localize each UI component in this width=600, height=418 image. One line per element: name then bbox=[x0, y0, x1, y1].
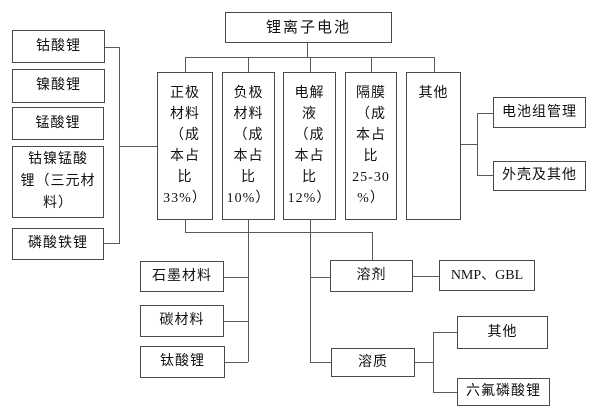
lithium-ion-battery-node: 锂离子电池 bbox=[225, 12, 392, 43]
carbon-material-label: 碳材料 bbox=[159, 313, 205, 328]
connector-line bbox=[248, 220, 249, 362]
battery-pack-management-label: 电池组管理 bbox=[502, 104, 577, 120]
separator-label: 隔膜 （成 本占 比 25-30 %） bbox=[352, 86, 390, 206]
anode-material-label: 负极 材料 （成 本占 比 10%） bbox=[226, 86, 271, 206]
connector-line bbox=[185, 232, 373, 233]
lithium-manganese-oxide-label: 锰酸锂 bbox=[35, 115, 81, 131]
solvent-label: 溶剂 bbox=[356, 268, 387, 283]
connector-line bbox=[310, 277, 330, 278]
carbon-material-node: 碳材料 bbox=[140, 305, 224, 337]
ternary-material-label: 钴镍锰酸 锂（三元材 料） bbox=[20, 152, 96, 211]
connector-line bbox=[433, 332, 457, 333]
casing-and-other-label: 外壳及其他 bbox=[502, 168, 577, 183]
connector-line bbox=[310, 362, 331, 363]
connector-line bbox=[477, 175, 493, 176]
connector-line bbox=[415, 362, 434, 363]
connector-line bbox=[477, 113, 493, 114]
nmp-gbl-node: NMP、GBL bbox=[439, 260, 535, 291]
connector-line bbox=[224, 277, 248, 278]
electrolyte-node: 电解 液 （成 本占 比 12%） bbox=[283, 72, 336, 220]
lithium-hexafluorophosphate-node: 六氟磷酸锂 bbox=[457, 378, 550, 406]
lithium-iron-phosphate-label: 磷酸铁锂 bbox=[28, 236, 88, 251]
connector-line bbox=[119, 47, 120, 244]
connector-line bbox=[372, 232, 373, 260]
lithium-manganese-oxide-node: 锰酸锂 bbox=[12, 107, 104, 140]
connector-line bbox=[477, 113, 478, 175]
connector-line bbox=[119, 146, 157, 147]
connector-line bbox=[461, 144, 477, 145]
connector-line bbox=[104, 243, 119, 244]
connector-line bbox=[248, 57, 249, 72]
anode-material-node: 负极 材料 （成 本占 比 10%） bbox=[222, 72, 275, 220]
ternary-material-node: 钴镍锰酸 锂（三元材 料） bbox=[12, 146, 104, 218]
connector-line bbox=[225, 362, 248, 363]
solute-node: 溶质 bbox=[331, 348, 415, 377]
nmp-gbl-label: NMP、GBL bbox=[450, 267, 524, 283]
battery-pack-management-node: 电池组管理 bbox=[493, 97, 586, 128]
connector-line bbox=[185, 57, 186, 72]
lithium-nickel-oxide-label: 镍酸锂 bbox=[36, 78, 81, 93]
other-component-label: 其他 bbox=[418, 86, 449, 101]
connector-line bbox=[307, 43, 308, 57]
connector-line bbox=[371, 57, 372, 72]
lithium-titanate-label: 钛酸锂 bbox=[160, 354, 205, 369]
graphite-material-label: 石墨材料 bbox=[152, 268, 212, 284]
lithium-titanate-node: 钛酸锂 bbox=[140, 346, 225, 378]
cathode-material-label: 正极 材料 （成 本占 比 33%） bbox=[163, 86, 207, 206]
connector-line bbox=[185, 220, 186, 232]
lithium-nickel-oxide-node: 镍酸锂 bbox=[12, 69, 105, 103]
cathode-material-node: 正极 材料 （成 本占 比 33%） bbox=[157, 72, 213, 220]
graphite-material-node: 石墨材料 bbox=[140, 261, 224, 292]
solute-label: 溶质 bbox=[358, 354, 388, 370]
separator-node: 隔膜 （成 本占 比 25-30 %） bbox=[345, 72, 397, 220]
connector-line bbox=[310, 220, 311, 362]
connector-line bbox=[105, 47, 119, 48]
lithium-hexafluorophosphate-label: 六氟磷酸锂 bbox=[466, 384, 541, 399]
lithium-cobalt-oxide-label: 钴酸锂 bbox=[36, 38, 81, 54]
solute-other-node: 其他 bbox=[457, 316, 548, 349]
lithium-cobalt-oxide-node: 钴酸锂 bbox=[12, 30, 105, 63]
connector-line bbox=[433, 392, 457, 393]
casing-and-other-node: 外壳及其他 bbox=[493, 161, 586, 191]
lithium-ion-battery-label: 锂离子电池 bbox=[265, 19, 351, 36]
connector-line bbox=[413, 276, 439, 277]
connector-line bbox=[434, 57, 435, 72]
solute-other-label: 其他 bbox=[487, 324, 518, 340]
solvent-node: 溶剂 bbox=[330, 260, 413, 292]
other-component-node: 其他 bbox=[406, 72, 461, 220]
electrolyte-label: 电解 液 （成 本占 比 12%） bbox=[287, 86, 332, 206]
connector-line bbox=[433, 332, 434, 393]
lithium-iron-phosphate-node: 磷酸铁锂 bbox=[12, 228, 104, 260]
connector-line bbox=[310, 57, 311, 72]
connector-line bbox=[224, 321, 248, 322]
